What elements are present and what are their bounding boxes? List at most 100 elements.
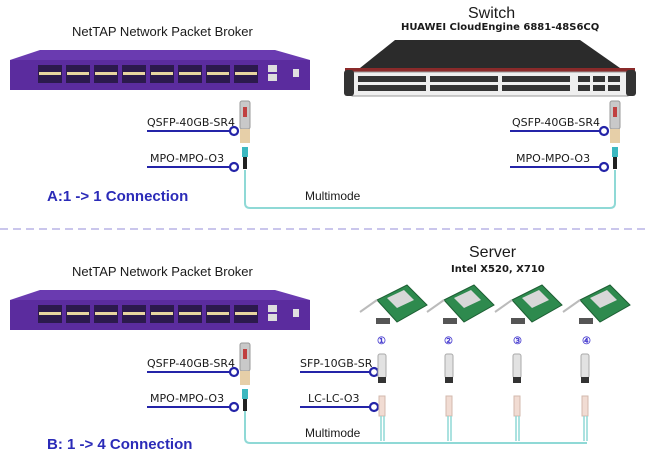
server-model: Intel X520, X710 — [451, 264, 545, 275]
b-nic-module-label: SFP-10GB-SR — [300, 357, 373, 370]
nic-number-2: ② — [444, 336, 453, 347]
nic-port — [443, 318, 457, 324]
nic-number-4: ④ — [582, 336, 591, 347]
a-right-cable-dot — [598, 161, 610, 173]
broker-b-top — [10, 290, 310, 300]
b-nic-cable-label: LC-LC-O3 — [308, 392, 360, 405]
a-right-cable-label: MPO-MPO-O3 — [516, 152, 591, 165]
broker-b-port-led — [95, 312, 117, 315]
a-right-module-label: QSFP-40GB-SR4 — [512, 116, 600, 129]
broker-a-port-led — [151, 72, 173, 75]
switch-qsfp-port — [578, 76, 590, 82]
b-nic-cable-dot — [368, 401, 380, 413]
switch-port-row — [358, 76, 426, 82]
sfp-module — [377, 353, 387, 379]
switch-qsfp-port — [608, 85, 620, 91]
a-left-qsfp-module-latch — [240, 129, 250, 143]
a-right-qsfp-module-latch — [610, 129, 620, 143]
b-left-cable-label: MPO-MPO-O3 — [150, 392, 225, 405]
b-left-qsfp-module-label — [243, 349, 247, 359]
b-left-qsfp-mpo-boot — [242, 389, 248, 399]
a-connection-title: A:1 -> 1 Connection — [47, 188, 189, 205]
broker-a-top — [10, 50, 310, 60]
nic-port — [376, 318, 390, 324]
nic-bracket — [562, 299, 581, 313]
broker-a-port-led — [235, 72, 257, 75]
a-right-qsfp-mpo-cable — [613, 157, 617, 169]
switch-qsfp-port — [578, 85, 590, 91]
sfp-module — [444, 353, 454, 379]
nic-bracket — [494, 299, 513, 313]
switch-front — [351, 71, 629, 97]
sfp-latch — [581, 377, 589, 383]
nic-heatsink — [454, 290, 481, 308]
sfp-latch — [513, 377, 521, 383]
switch-qsfp-port — [608, 76, 620, 82]
switch-stripe — [345, 68, 635, 72]
switch-ear-left — [344, 70, 354, 96]
b-left-module-dot — [228, 366, 240, 378]
nic-heatsink — [590, 290, 617, 308]
b-fiber-label: Multimode — [305, 426, 361, 440]
switch-port-row — [430, 76, 498, 82]
switch-port-row — [430, 85, 498, 91]
switch-title: Switch — [468, 5, 516, 22]
sfp-module — [580, 353, 590, 379]
switch-qsfp-port — [593, 85, 605, 91]
lc-connector — [513, 395, 521, 417]
broker-b-port-led — [179, 312, 201, 315]
sfp-latch — [445, 377, 453, 383]
switch-port-row — [502, 85, 570, 91]
broker-b-port-led — [151, 312, 173, 315]
switch-ear-right — [626, 70, 636, 96]
nic-bracket — [359, 299, 378, 313]
b-left-qsfp-module-latch — [240, 371, 250, 385]
b-left-qsfp-mpo-cable — [243, 399, 247, 411]
nic-bracket — [426, 299, 445, 313]
broker-a-port-led — [123, 72, 145, 75]
broker-b-port-led — [123, 312, 145, 315]
broker-a-rj45 — [268, 65, 277, 72]
a-left-qsfp-module-label — [243, 107, 247, 117]
broker-b-title: NetTAP Network Packet Broker — [72, 264, 253, 279]
a-multimode-fiber — [244, 170, 616, 209]
sfp-module — [512, 353, 522, 379]
a-left-cable-label: MPO-MPO-O3 — [150, 152, 225, 165]
broker-b-console — [293, 309, 299, 317]
broker-b-port-led — [67, 312, 89, 315]
broker-a-console — [293, 69, 299, 77]
nic-port — [511, 318, 525, 324]
nic-port — [579, 318, 593, 324]
broker-b-port-led — [207, 312, 229, 315]
nic-number-1: ① — [377, 336, 386, 347]
a-left-module-dot — [228, 125, 240, 137]
nic-number-3: ③ — [513, 336, 522, 347]
a-left-qsfp-mpo-boot — [242, 147, 248, 157]
switch-port-row — [358, 85, 426, 91]
lc-connector — [581, 395, 589, 417]
a-left-qsfp-mpo-cable — [243, 157, 247, 169]
sfp-latch — [378, 377, 386, 383]
broker-a-port-led — [39, 72, 61, 75]
broker-a-port-led — [95, 72, 117, 75]
lc-connector — [378, 395, 386, 417]
nic-heatsink — [522, 290, 549, 308]
broker-b-rj45 — [268, 305, 277, 312]
b-left-cable-dot — [228, 401, 240, 413]
a-right-qsfp-module-label — [613, 107, 617, 117]
nic-heatsink — [387, 290, 414, 308]
switch-model: HUAWEI CloudEngine 6881-48S6CQ — [401, 22, 600, 33]
a-fiber-label: Multimode — [305, 189, 361, 203]
broker-a-title: NetTAP Network Packet Broker — [72, 24, 253, 39]
a-left-cable-dot — [228, 161, 240, 173]
broker-a-port-led — [179, 72, 201, 75]
b-connection-title: B: 1 -> 4 Connection — [47, 436, 193, 453]
switch-qsfp-port — [593, 76, 605, 82]
b-multimode-fiber — [244, 411, 587, 444]
b-left-module-label: QSFP-40GB-SR4 — [147, 357, 235, 370]
a-right-qsfp-mpo-boot — [612, 147, 618, 157]
broker-a-rj45 — [268, 74, 277, 81]
broker-a-port-led — [67, 72, 89, 75]
